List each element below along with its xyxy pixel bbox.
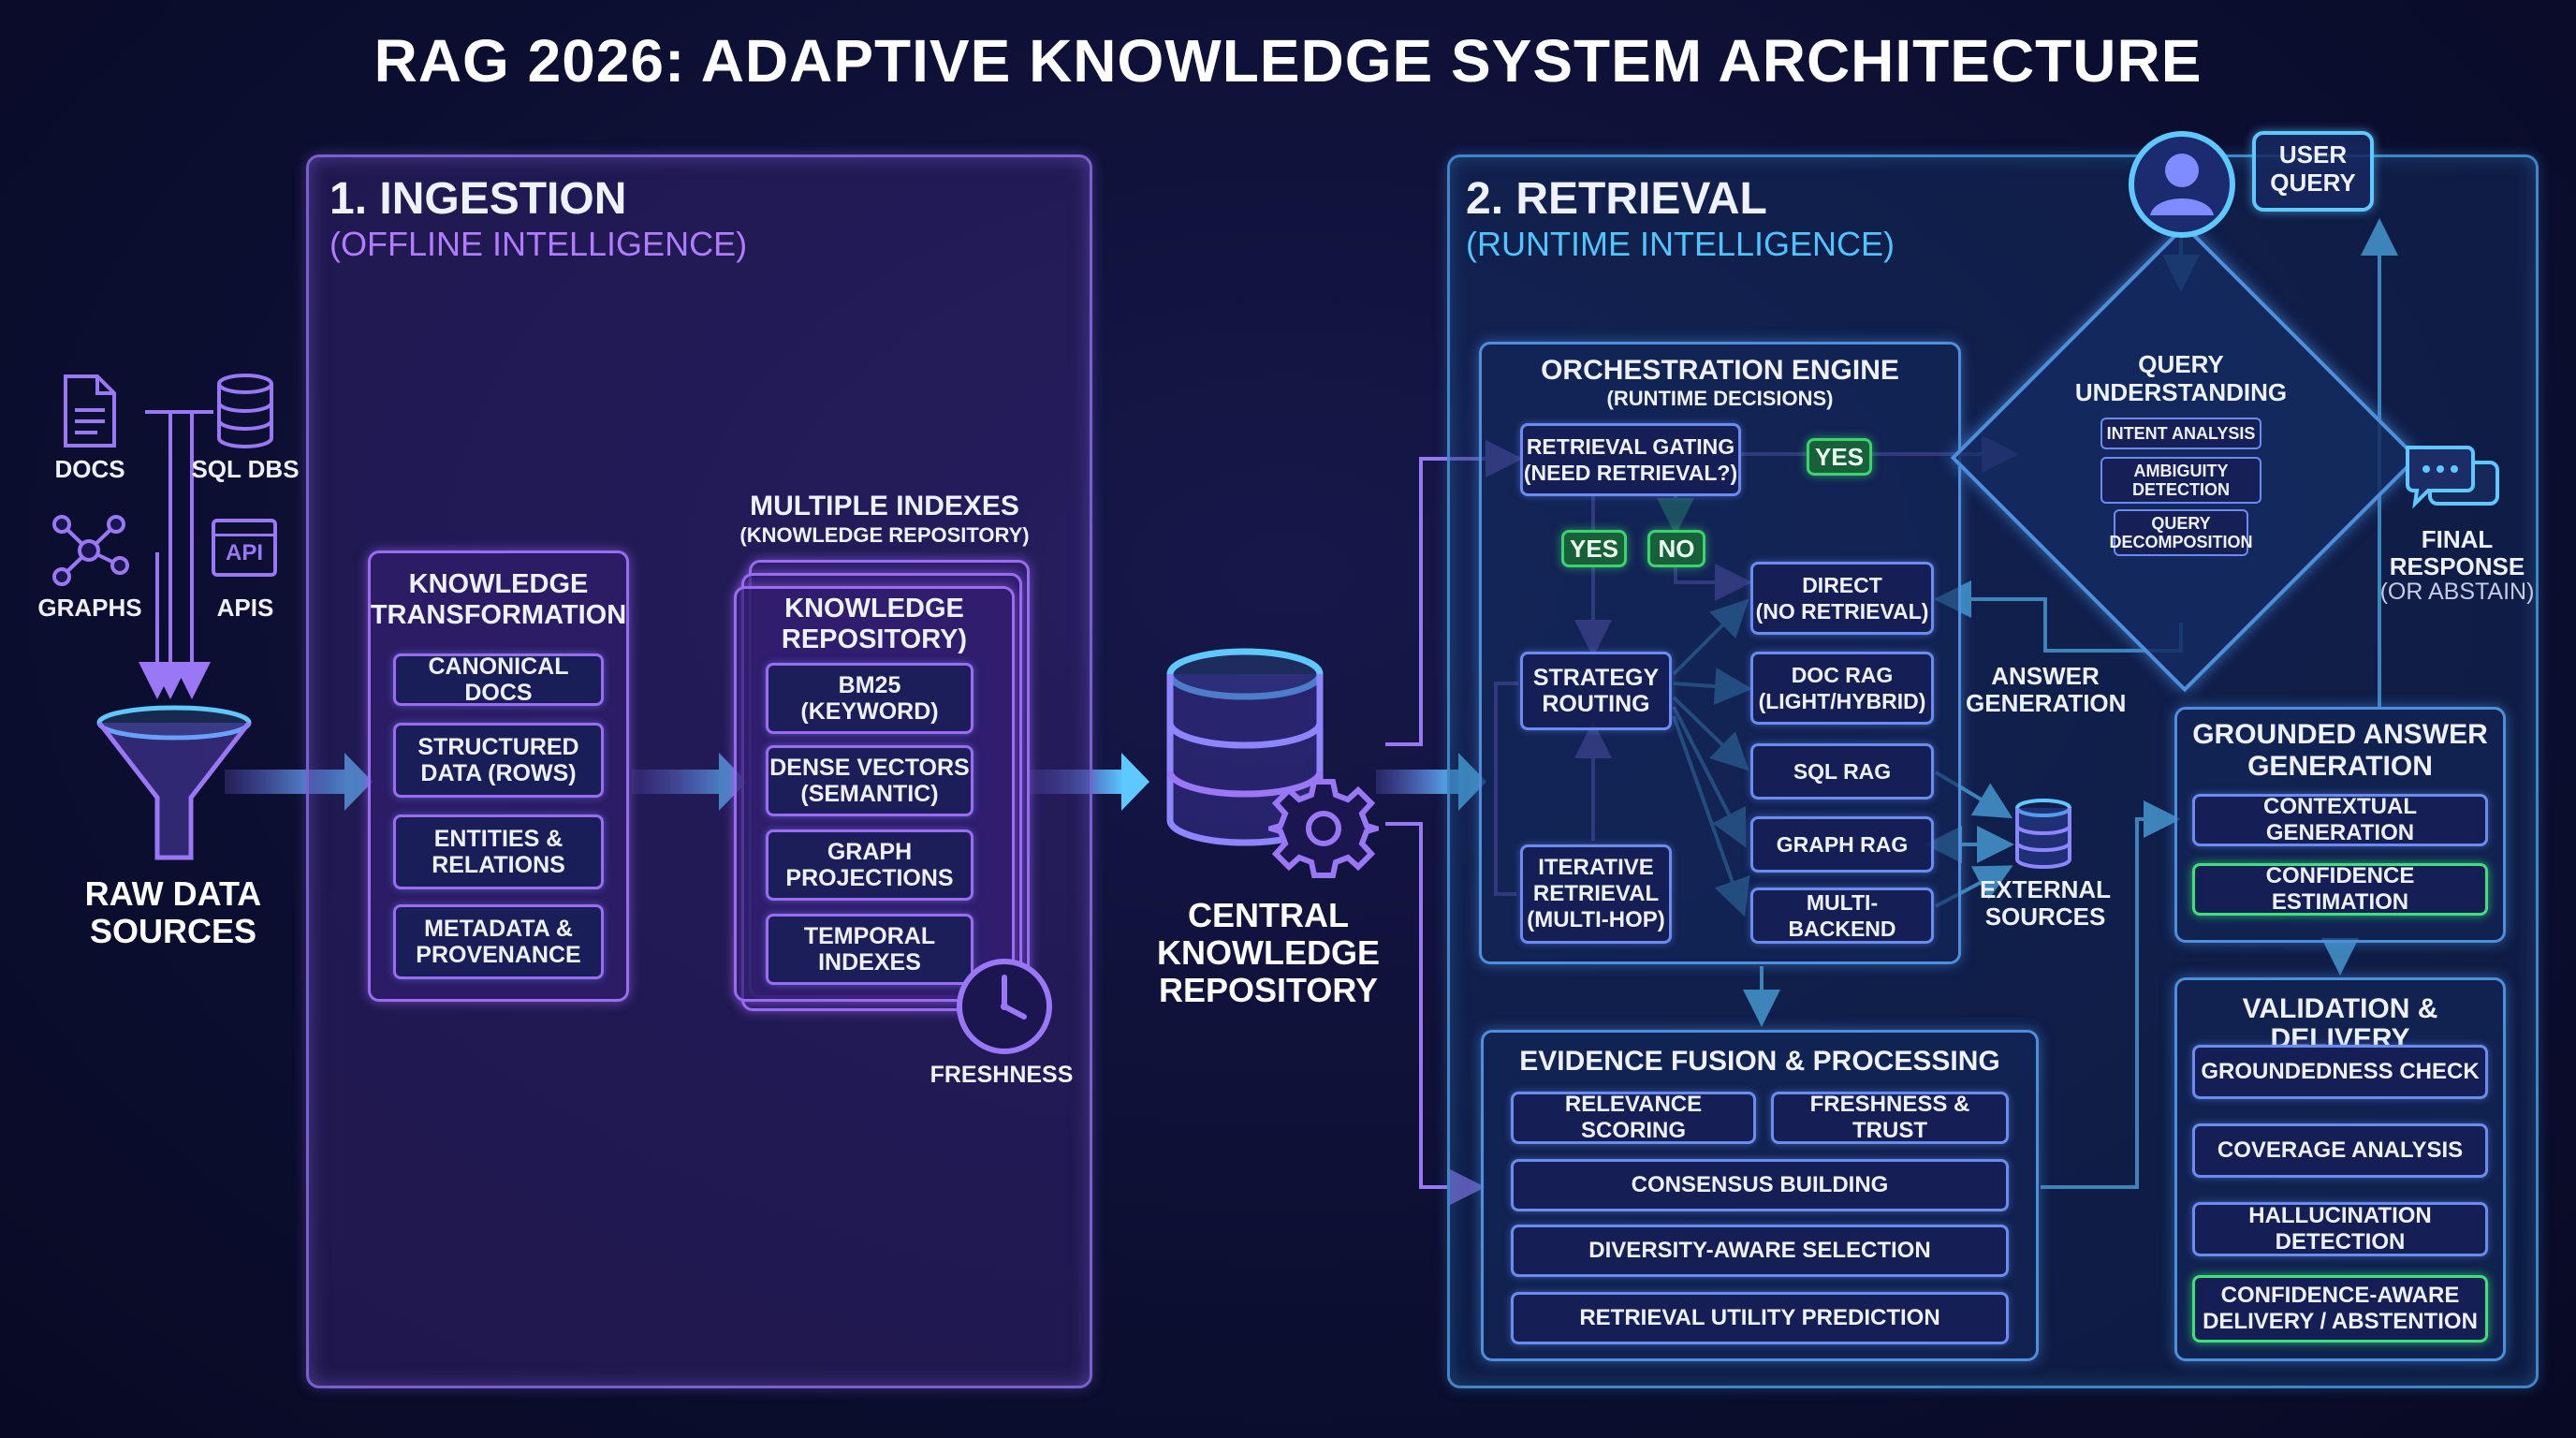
diversity-selection-item: DIVERSITY-AWARE SELECTION: [1511, 1225, 2009, 1277]
retrieval-gating-node: RETRIEVAL GATING (NEED RETRIEVAL?): [1520, 423, 1741, 496]
backend-multi: MULTI-BACKEND: [1750, 888, 1934, 944]
backend-graph-rag: GRAPH RAG: [1750, 816, 1934, 873]
yes-down-tag: YES: [1561, 530, 1627, 567]
multiple-indexes-header: MULTIPLE INDEXES: [750, 491, 1019, 521]
query-decomposition-item: QUERY DECOMPOSITION: [2110, 509, 2253, 556]
canonical-docs-item: CANONICAL DOCS: [393, 653, 604, 706]
final-response-sublabel: (OR ABSTAIN): [2379, 579, 2535, 605]
api-icon: API: [212, 519, 277, 577]
strategy-routing-node: STRATEGY ROUTING: [1520, 652, 1672, 730]
backend-sql-rag: SQL RAG: [1750, 743, 1934, 800]
orchestration-title: ORCHESTRATION ENGINE: [1541, 355, 1899, 386]
relevance-scoring-item: RELEVANCE SCORING: [1511, 1092, 1756, 1144]
sql-dbs-label: SQL DBS: [191, 455, 300, 483]
answer-generation-label: ANSWER GENERATION: [1966, 662, 2127, 717]
external-sources-label: EXTERNAL SOURCES: [1979, 875, 2112, 931]
entities-relations-item: ENTITIES & RELATIONS: [393, 814, 604, 889]
funnel-icon: [96, 705, 252, 860]
graph-network-icon: [52, 515, 129, 586]
page-title: RAG 2026: ADAPTIVE KNOWLEDGE SYSTEM ARCH…: [373, 27, 2203, 95]
freshness-trust-item: FRESHNESS & TRUST: [1771, 1092, 2009, 1144]
ingestion-subtitle: (OFFLINE INTELLIGENCE): [329, 225, 748, 263]
ambiguity-detection-item: AMBIGUITY DETECTION: [2100, 457, 2261, 504]
chat-bubble-icon: [2406, 446, 2499, 509]
final-response-label: FINAL RESPONSE: [2389, 525, 2525, 580]
graphs-label: GRAPHS: [37, 594, 142, 622]
graph-projections-index-item: GRAPH PROJECTIONS: [766, 829, 973, 901]
raw-data-sources-label: RAW DATA SOURCES: [84, 874, 262, 950]
no-tag: NO: [1647, 530, 1705, 567]
groundedness-check-item: GROUNDEDNESS CHECK: [2192, 1045, 2488, 1099]
api-badge: API: [225, 540, 263, 565]
user-query-bubble: [2252, 131, 2374, 212]
consensus-building-item: CONSENSUS BUILDING: [1511, 1159, 2009, 1211]
contextual-generation-item: CONTEXTUAL GENERATION: [2192, 794, 2488, 846]
bm25-index-item: BM25 (KEYWORD): [766, 663, 973, 734]
database-icon: [217, 374, 273, 448]
ingestion-title: 1. INGESTION: [329, 174, 627, 224]
freshness-label: FRESHNESS: [929, 1062, 1074, 1088]
clock-icon: [957, 959, 1052, 1054]
temporal-indexes-item: TEMPORAL INDEXES: [766, 914, 973, 985]
central-repository-label: CENTRAL KNOWLEDGE REPOSITORY: [1157, 896, 1380, 1009]
backend-direct: DIRECT (NO RETRIEVAL): [1750, 562, 1934, 635]
apis-label: APIS: [216, 594, 274, 622]
structured-data-item: STRUCTURED DATA (ROWS): [393, 723, 604, 798]
grounded-answer-title: GROUNDED ANSWER GENERATION: [2192, 719, 2488, 782]
evidence-fusion-title: EVIDENCE FUSION & PROCESSING: [1519, 1046, 2000, 1077]
gear-icon: [1268, 779, 1379, 878]
coverage-analysis-item: COVERAGE ANALYSIS: [2192, 1123, 2488, 1178]
confidence-estimation-item: CONFIDENCE ESTIMATION: [2192, 863, 2488, 916]
yes-right-tag: YES: [1807, 438, 1872, 476]
confidence-aware-delivery-item: CONFIDENCE-AWARE DELIVERY / ABSTENTION: [2192, 1275, 2488, 1343]
metadata-provenance-item: METADATA & PROVENANCE: [393, 904, 604, 979]
external-database-icon: [2015, 799, 2071, 869]
backend-doc-rag: DOC RAG (LIGHT/HYBRID): [1750, 652, 1934, 725]
orchestration-subtitle: (RUNTIME DECISIONS): [1606, 387, 1834, 410]
knowledge-repository-title: KNOWLEDGE REPOSITORY): [781, 594, 968, 654]
hallucination-detection-item: HALLUCINATION DETECTION: [2192, 1202, 2488, 1256]
query-understanding-title: QUERY UNDERSTANDING: [2074, 350, 2288, 406]
validation-delivery-title: VALIDATION & DELIVERY: [2242, 993, 2438, 1054]
iterative-retrieval-node: ITERATIVE RETRIEVAL (MULTI-HOP): [1520, 844, 1672, 944]
retrieval-title: 2. RETRIEVAL: [1466, 174, 1767, 224]
retrieval-subtitle: (RUNTIME INTELLIGENCE): [1466, 225, 1895, 263]
user-query-label: USER QUERY: [2270, 140, 2356, 197]
knowledge-transformation-title: KNOWLEDGE TRANSFORMATION: [370, 569, 627, 630]
multiple-indexes-subheader: (KNOWLEDGE REPOSITORY): [739, 523, 1030, 547]
docs-label: DOCS: [54, 455, 125, 483]
retrieval-utility-item: RETRIEVAL UTILITY PREDICTION: [1511, 1292, 2009, 1344]
document-icon: [64, 374, 116, 448]
intent-analysis-item: INTENT ANALYSIS: [2100, 418, 2261, 449]
main-flow-arrows: [225, 753, 1486, 811]
dense-vectors-index-item: DENSE VECTORS (SEMANTIC): [766, 745, 973, 816]
user-icon: [2129, 131, 2235, 238]
source-connectors: [139, 410, 213, 699]
